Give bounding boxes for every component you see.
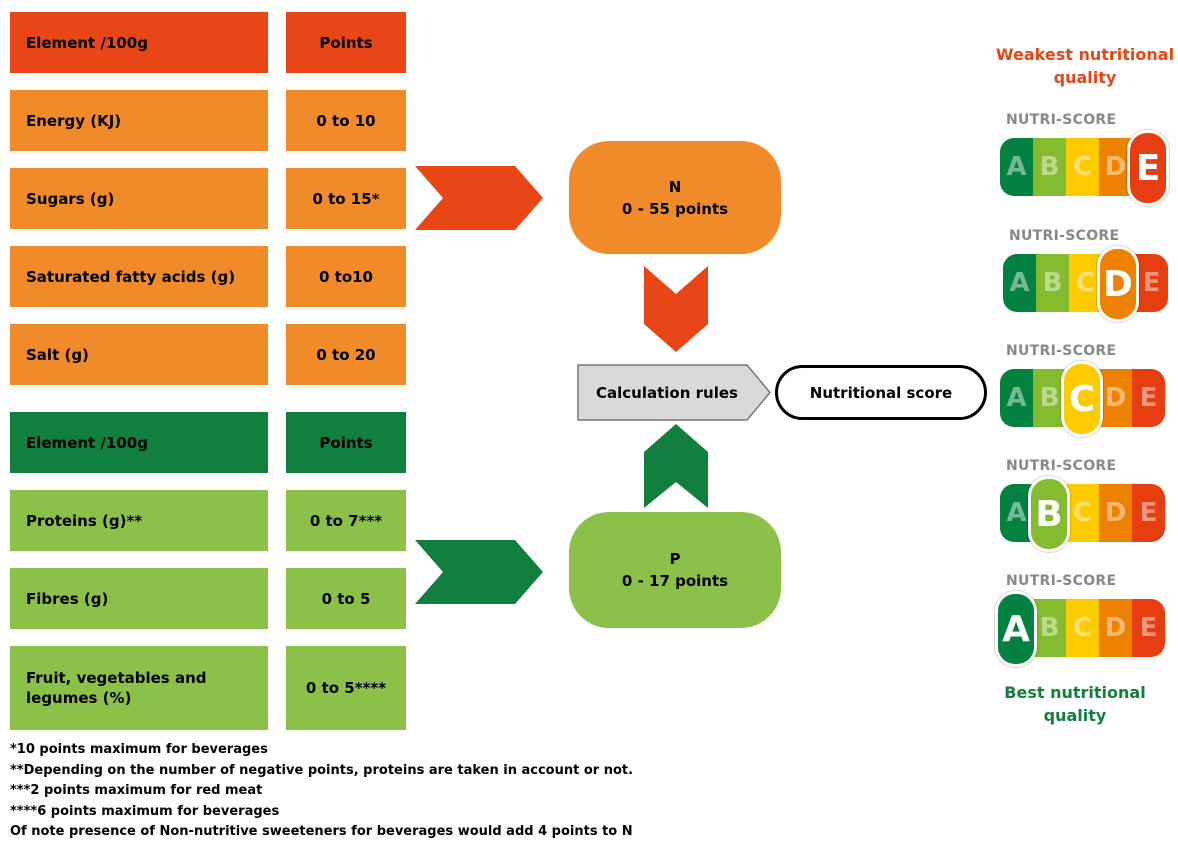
nutriscore-active-grade: A <box>995 591 1037 667</box>
nutriscore-active-grade: C <box>1061 361 1103 437</box>
negative-row-points: 0 to 10 <box>286 90 406 151</box>
nutritional-score-box: Nutritional score <box>775 365 987 420</box>
nutriscore-segment: D <box>1099 138 1132 196</box>
nutriscore-badge: NUTRI-SCORE ABCDED <box>1003 228 1173 332</box>
nutriscore-badge: NUTRI-SCOREABCDEC <box>1000 343 1170 447</box>
negative-row-points: 0 to10 <box>286 246 406 307</box>
negative-row-points: 0 to 15* <box>286 168 406 229</box>
down-chevron-arrow <box>644 266 708 352</box>
nutriscore-segment: C <box>1066 484 1099 542</box>
nutriscore-segment: B <box>1033 599 1066 657</box>
p-range: 0 - 17 points <box>621 572 729 590</box>
negative-chevron-arrow <box>415 166 543 230</box>
nutriscore-segment: C <box>1069 254 1102 312</box>
nutriscore-segment: E <box>1132 369 1165 427</box>
nutriscore-badge: NUTRI-SCORE ABCDEB <box>1000 458 1170 562</box>
up-chevron-arrow <box>644 424 708 508</box>
footnote: ****6 points maximum for beverages <box>10 803 280 819</box>
nutriscore-segment: A <box>1000 484 1033 542</box>
footnote: **Depending on the number of negative po… <box>10 762 634 778</box>
nutriscore-segment: E <box>1135 254 1168 312</box>
n-score-box: N 0 - 55 points <box>569 141 781 254</box>
footnote: *10 points maximum for beverages <box>10 742 268 757</box>
nutriscore-segment: C <box>1066 138 1099 196</box>
nutriscore-segment: E <box>1132 599 1165 657</box>
positive-row-points: 0 to 5**** <box>286 646 406 730</box>
nutriscore-title: NUTRI-SCORE <box>1006 112 1117 128</box>
n-letter: N <box>668 177 682 196</box>
nutriscore-title: NUTRI-SCORE <box>1006 458 1117 474</box>
nutriscore-segment: A <box>1000 369 1033 427</box>
negative-row-points: 0 to 20 <box>286 324 406 385</box>
nutriscore-active-grade: E <box>1127 130 1169 206</box>
p-letter: P <box>669 550 681 568</box>
nutriscore-segment: E <box>1132 484 1165 542</box>
footnotes: *10 points maximum for beverages **Depen… <box>10 740 1010 843</box>
positive-row-points: 0 to 5 <box>286 568 406 629</box>
negative-header-element: Element /100g <box>10 12 268 73</box>
nutritional-score-label: Nutritional score <box>809 383 953 402</box>
footnote: Of note presence of Non-nutritive sweete… <box>10 824 633 839</box>
footnote: ***2 points maximum for red meat <box>10 783 263 798</box>
nutriscore-segment: B <box>1033 369 1066 427</box>
weakest-quality-label: Weakest nutritional quality <box>995 45 1175 87</box>
nutriscore-segment: C <box>1066 599 1099 657</box>
nutriscore-segment: D <box>1099 369 1132 427</box>
positive-row-element: Fruit, vegetables and legumes (%) <box>10 646 268 730</box>
nutriscore-segment: B <box>1036 254 1069 312</box>
positive-row-element: Proteins (g)** <box>10 490 268 551</box>
positive-header-element: Element /100g <box>10 412 268 473</box>
nutriscore-segment: D <box>1099 484 1132 542</box>
positive-chevron-arrow <box>415 540 543 604</box>
negative-row-element: Saturated fatty acids (g) <box>10 246 268 307</box>
positive-row-element: Fibres (g) <box>10 568 268 629</box>
nutriscore-title: NUTRI-SCORE <box>1006 573 1117 589</box>
best-quality-label: Best nutritional quality <box>1004 683 1146 725</box>
negative-row-element: Energy (KJ) <box>10 90 268 151</box>
nutriscore-badge: NUTRI-SCOREABCDEA <box>995 573 1170 677</box>
nutriscore-active-grade: D <box>1097 246 1139 322</box>
negative-header-points: Points <box>286 12 406 73</box>
negative-row-element: Sugars (g) <box>10 168 268 229</box>
nutriscore-title: NUTRI-SCORE <box>1006 343 1117 359</box>
positive-row-points: 0 to 7*** <box>286 490 406 551</box>
nutriscore-segment: B <box>1033 138 1066 196</box>
nutriscore-active-grade: B <box>1028 476 1070 552</box>
calculation-rules-box: Calculation rules <box>577 364 771 421</box>
nutriscore-segment: A <box>1003 254 1036 312</box>
nutriscore-segment: D <box>1099 599 1132 657</box>
nutriscore-badge: NUTRI-SCOREABCDEE <box>1000 112 1170 216</box>
positive-header-points: Points <box>286 412 406 473</box>
negative-row-element: Salt (g) <box>10 324 268 385</box>
nutriscore-segment: A <box>1000 138 1033 196</box>
nutriscore-title: NUTRI-SCORE <box>1009 228 1120 244</box>
n-range: 0 - 55 points <box>621 199 729 218</box>
calculation-rules-label: Calculation rules <box>596 383 738 402</box>
p-score-box: P 0 - 17 points <box>569 512 781 628</box>
